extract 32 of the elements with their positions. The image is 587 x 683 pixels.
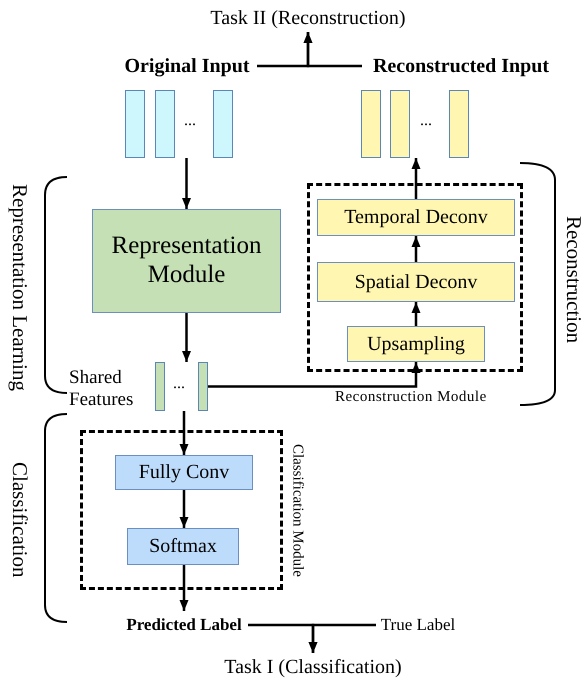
- arrow: [180, 490, 188, 528]
- ellipsis-text: ...: [184, 112, 196, 130]
- ellipsis-text: ...: [420, 112, 432, 130]
- ellipsis-text: ...: [173, 374, 185, 393]
- arrow: [412, 302, 420, 326]
- arrow: [182, 313, 191, 362]
- task-label: Task I (Classification): [200, 653, 426, 681]
- layer-box: Softmax: [127, 528, 239, 565]
- layer-box: Temporal Deconv: [317, 199, 515, 236]
- arrow: [180, 411, 188, 455]
- arrow: [308, 624, 376, 653]
- output-label: True Label: [376, 611, 460, 639]
- layer-box: Upsampling: [347, 326, 485, 362]
- module-label: Classification Module: [288, 442, 306, 578]
- output-label: Predicted Label: [120, 611, 248, 639]
- input-label: Original Input: [117, 52, 257, 80]
- module-box: Representation Module: [92, 209, 281, 313]
- arrow: [180, 565, 188, 611]
- arrow: [182, 158, 191, 209]
- task-label: Task II (Reconstruction): [198, 4, 418, 32]
- arrow: [412, 236, 420, 262]
- layer-box: Spatial Deconv: [317, 262, 515, 302]
- section-label: Classification: [8, 461, 32, 580]
- layer-box: Fully Conv: [115, 455, 253, 490]
- input-label: Reconstructed Input: [362, 52, 560, 80]
- section-label: Representation Learning: [8, 183, 32, 394]
- module-label: Reconstruction Module: [335, 389, 487, 406]
- arrow: [304, 32, 362, 68]
- feature-label: Shared Features: [69, 367, 134, 411]
- arrow: [412, 158, 420, 199]
- arrow: [208, 362, 420, 388]
- section-label: Reconstruction: [562, 215, 586, 346]
